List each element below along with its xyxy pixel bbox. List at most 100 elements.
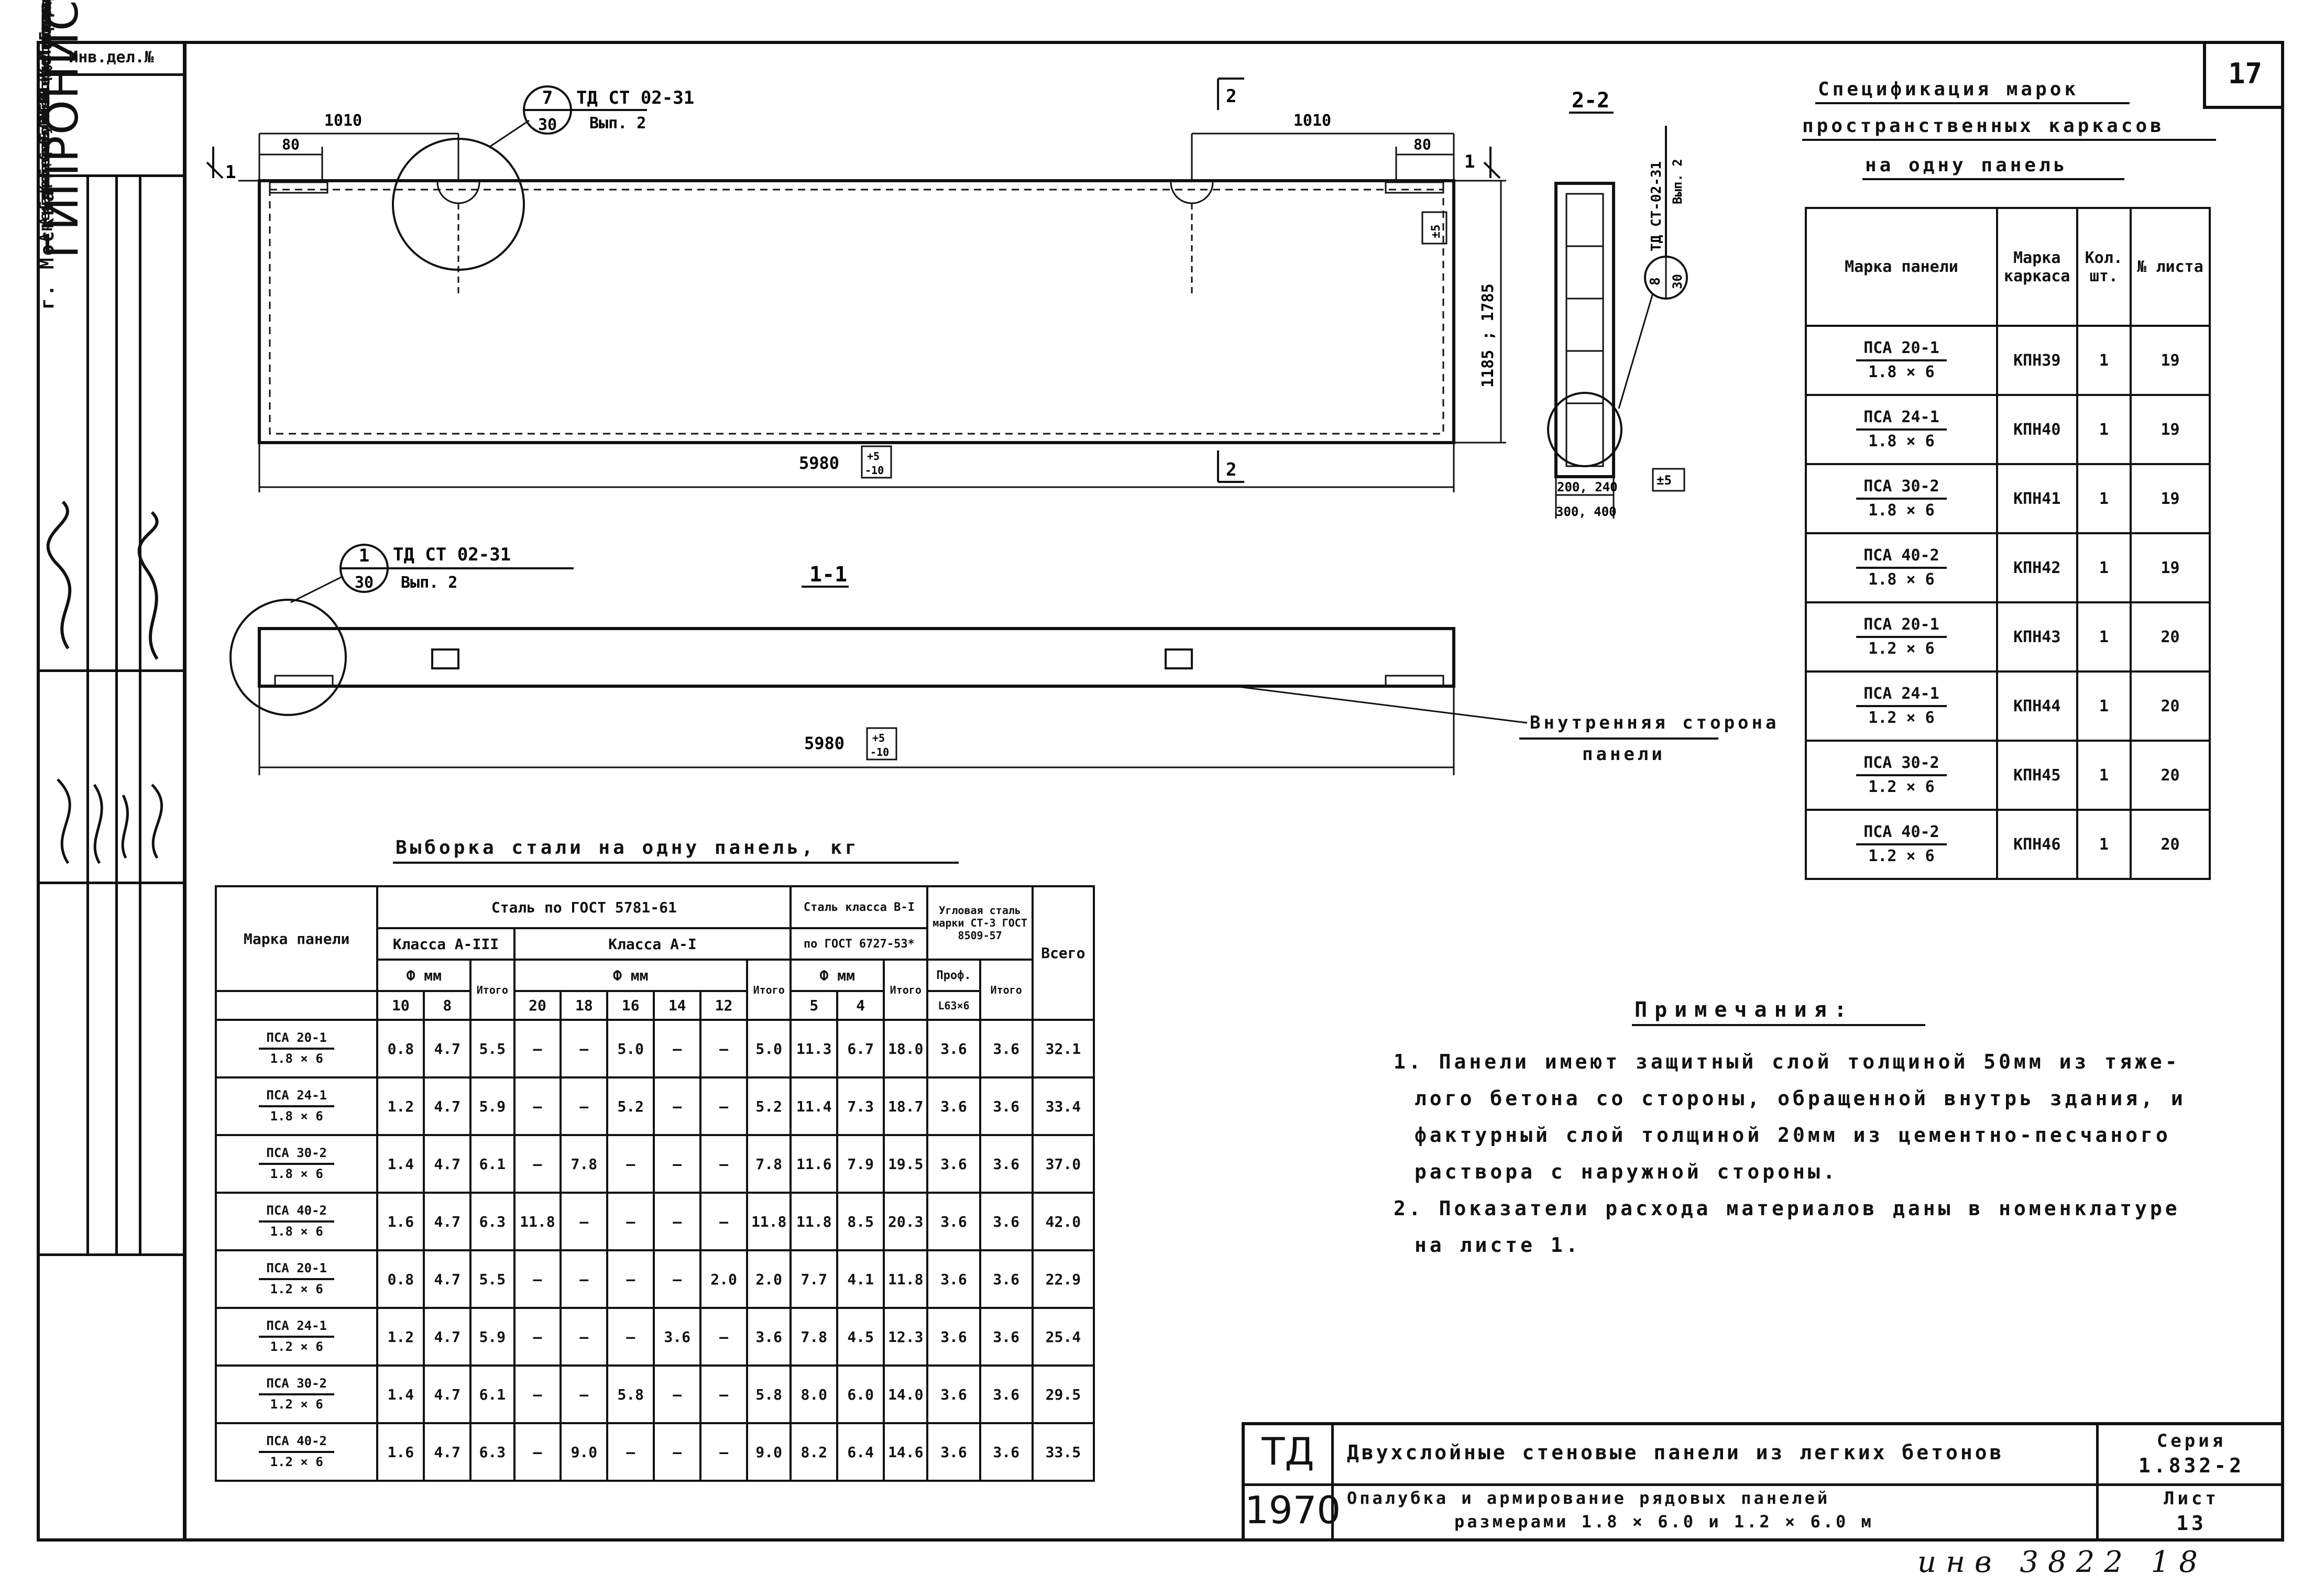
steel-value-cell: 3.6 <box>653 1307 702 1367</box>
spec-panel-size: 1.8 × 6 <box>1868 501 1935 520</box>
spec-title-1: Спецификация марок <box>1818 79 2079 100</box>
steel-panel-size: 1.2 × 6 <box>270 1339 323 1354</box>
ref-top-den: 30 <box>538 116 557 134</box>
steel-value-cell: — <box>513 1249 562 1309</box>
section-mark-2b: 2 <box>1226 459 1236 480</box>
steel-d-12: 12 <box>699 990 749 1021</box>
spec-title-3: на одну панель <box>1865 155 2068 176</box>
spec-panel-size: 1.2 × 6 <box>1868 640 1935 658</box>
spec-sheet-cell: 20 <box>2130 809 2211 880</box>
steel-value-cell: 1.6 <box>376 1192 425 1251</box>
steel-value-cell: 6.7 <box>836 1019 885 1078</box>
steel-d-14: 14 <box>653 990 702 1021</box>
steel-value-cell: 25.4 <box>1031 1307 1095 1367</box>
spec-panel-size: 1.2 × 6 <box>1868 778 1935 796</box>
ref-11-issue: Вып. 2 <box>401 574 457 592</box>
dim-left: 1010 <box>324 112 362 130</box>
steel-value-cell: 3.6 <box>926 1076 981 1136</box>
steel-panel-size: 1.2 × 6 <box>270 1282 323 1296</box>
steel-value-cell: 14.0 <box>883 1364 929 1424</box>
spec-panel-mark: ПСА 30-2 <box>1856 754 1947 776</box>
spec-frame-cell: КПН43 <box>1995 601 2078 673</box>
ref-11-den: 30 <box>355 574 374 592</box>
spec-header-frame: Марка каркаса <box>1995 207 2078 327</box>
spec-frame-cell: КПН40 <box>1995 394 2078 465</box>
steel-value-cell: — <box>560 1076 609 1136</box>
spec-qty-cell: 1 <box>2076 532 2132 603</box>
steel-panel-mark: ПСА 30-2 <box>259 1146 334 1165</box>
spec-panel-mark: ПСА 24-1 <box>1856 685 1947 707</box>
ref-11-num: 1 <box>359 545 369 566</box>
steel-value-cell: 3.6 <box>926 1019 981 1078</box>
steel-value-cell: 7.8 <box>746 1134 792 1194</box>
steel-value-cell: 6.3 <box>469 1192 516 1251</box>
steel-panel-mark: ПСА 24-1 <box>259 1319 334 1338</box>
steel-h-itogo-4: Итого <box>979 959 1034 1021</box>
steel-value-cell: 5.5 <box>469 1019 516 1078</box>
steel-value-cell: 5.8 <box>606 1364 655 1424</box>
steel-value-cell: 6.0 <box>836 1364 885 1424</box>
section-mark-1a: 1 <box>225 162 236 183</box>
spec-sheet-cell: 20 <box>2130 670 2211 742</box>
spec-qty-cell: 1 <box>2076 740 2132 811</box>
spec-panel-size: 1.8 × 6 <box>1868 432 1935 450</box>
stamp-title: Двухслойные стеновые панели из легких бе… <box>1347 1441 2004 1464</box>
steel-value-cell: 4.7 <box>423 1076 472 1136</box>
steel-value-cell: 11.6 <box>789 1134 839 1194</box>
steel-value-cell: 0.8 <box>376 1249 425 1309</box>
steel-panel-size: 1.2 × 6 <box>270 1455 323 1469</box>
steel-value-cell: 32.1 <box>1031 1019 1095 1078</box>
steel-h-gost: Сталь по ГОСТ 5781-61 <box>376 885 792 929</box>
steel-value-cell: — <box>653 1249 702 1309</box>
steel-value-cell: 11.3 <box>789 1019 839 1078</box>
steel-value-cell: 37.0 <box>1031 1134 1095 1194</box>
note-line-2: лого бетона со стороны, обращенной внутр… <box>1414 1087 2186 1110</box>
section-22-dim-outer: 300, 400 <box>1556 504 1617 519</box>
steel-value-cell: 3.6 <box>979 1249 1034 1309</box>
ref-22-issue: Вып. 2 <box>1670 159 1685 204</box>
svg-text:-10: -10 <box>870 746 889 758</box>
steel-value-cell: 4.7 <box>423 1364 472 1424</box>
plan-height: 1185 ; 1785 <box>1479 283 1497 388</box>
steel-value-cell: 3.6 <box>979 1076 1034 1136</box>
steel-panel-size: 1.2 × 6 <box>270 1397 323 1412</box>
svg-text:+5: +5 <box>867 450 880 463</box>
svg-text:-10: -10 <box>865 464 884 477</box>
dim-left-small: 80 <box>282 136 300 153</box>
spec-frame-cell: КПН41 <box>1995 463 2078 534</box>
spec-qty-cell: 1 <box>2076 601 2132 673</box>
steel-panel-mark: ПСА 40-2 <box>259 1204 334 1223</box>
steel-table: Марка панели Сталь по ГОСТ 5781-61 Сталь… <box>214 885 1095 1482</box>
steel-value-cell: 6.3 <box>469 1422 516 1482</box>
spec-frame-cell: КПН42 <box>1995 532 2078 603</box>
steel-value-cell: 3.6 <box>979 1019 1034 1078</box>
drawing-frame <box>183 41 2284 1542</box>
steel-value-cell: 5.8 <box>746 1364 792 1424</box>
section-22-outline <box>1554 182 1615 478</box>
spec-qty-cell: 1 <box>2076 809 2132 880</box>
steel-value-cell: — <box>653 1076 702 1136</box>
steel-value-cell: — <box>653 1364 702 1424</box>
steel-value-cell: — <box>699 1019 749 1078</box>
steel-value-cell: 3.6 <box>979 1422 1034 1482</box>
steel-h-b1: Сталь класса В-I <box>789 885 929 929</box>
stamp-series: 1.832-2 <box>2138 1454 2245 1477</box>
steel-value-cell: 22.9 <box>1031 1249 1095 1309</box>
ref-top-issue: Вып. 2 <box>589 114 646 133</box>
spec-qty-cell: 1 <box>2076 394 2132 465</box>
steel-value-cell: 0.8 <box>376 1019 425 1078</box>
stamp-subtitle-1: Опалубка и армирование рядовых панелей <box>1347 1488 1830 1508</box>
spec-panel-size: 1.8 × 6 <box>1868 363 1935 381</box>
spec-header-sheet: № листа <box>2130 207 2211 327</box>
steel-h-empty <box>214 990 379 1021</box>
stamp-sheet: 13 <box>2176 1512 2207 1535</box>
